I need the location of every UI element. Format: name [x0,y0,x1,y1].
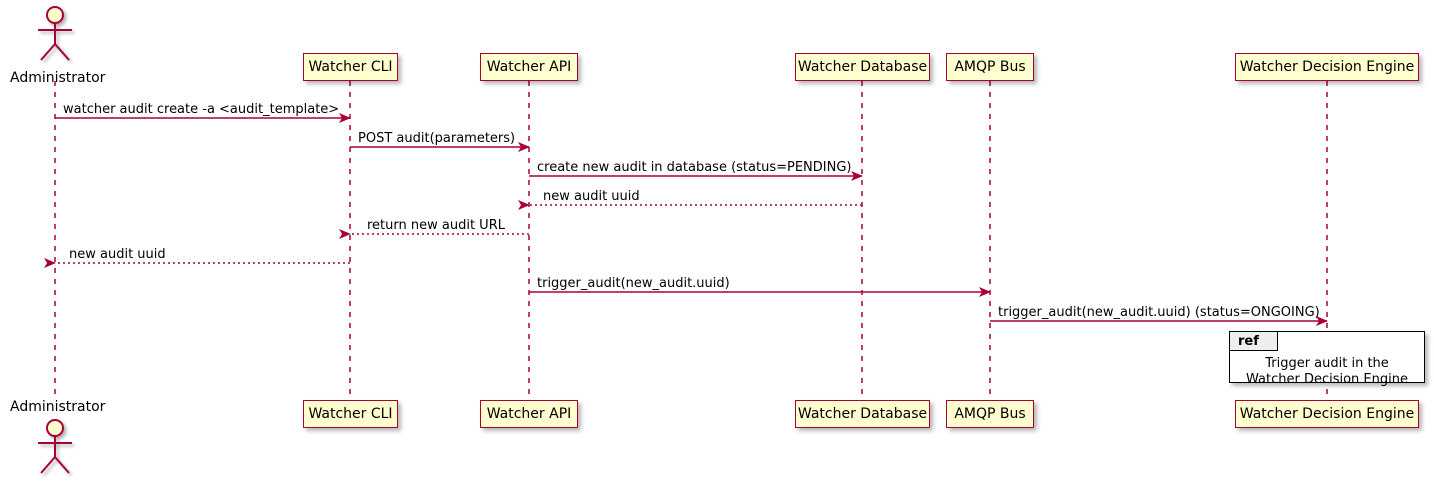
participant-header-watcher-api[interactable]: Watcher API [480,53,578,81]
message-label-6: new audit uuid [69,247,166,262]
message-label-2: POST audit(parameters) [358,131,516,146]
participant-header-watcher-database[interactable]: Watcher Database [795,53,930,81]
participant-header-watcher-cli[interactable]: Watcher CLI [303,53,398,81]
message-label-1: watcher audit create -a <audit_template> [63,102,340,117]
participant-footer-watcher-cli[interactable]: Watcher CLI [303,400,398,428]
message-label-7: trigger_audit(new_audit.uuid) [537,276,730,291]
lifelines-group [54,81,1328,399]
participant-footer-watcher-api[interactable]: Watcher API [480,400,578,428]
participant-footer-watcher-database[interactable]: Watcher Database [795,400,930,428]
ref-fragment-keyword: ref [1230,332,1278,351]
actor-label-administrator-bottom: Administrator [10,399,106,415]
actor-label-administrator-top: Administrator [10,70,106,86]
participant-footer-amqp-bus[interactable]: AMQP Bus [946,400,1034,428]
message-label-8: trigger_audit(new_audit.uuid) (status=ON… [998,305,1320,320]
message-arrows-group [44,113,1328,326]
participant-header-watcher-decision-engine[interactable]: Watcher Decision Engine [1235,53,1419,81]
message-label-5: return new audit URL [367,218,505,233]
actor-figure-administrator-bottom [38,419,72,474]
ref-fragment: ref Trigger audit in the Watcher Decisio… [1229,331,1425,387]
ref-fragment-line-1: Trigger audit in the [1265,356,1389,371]
ref-fragment-line-2: Watcher Decision Engine [1246,372,1408,387]
participant-footer-watcher-decision-engine[interactable]: Watcher Decision Engine [1235,400,1419,428]
message-label-4: new audit uuid [543,189,640,204]
message-label-3: create new audit in database (status=PEN… [537,160,852,175]
ref-fragment-body: Trigger audit in the Watcher Decision En… [1230,354,1424,390]
actor-figure-administrator-top [38,6,72,61]
participant-header-amqp-bus[interactable]: AMQP Bus [946,53,1034,81]
